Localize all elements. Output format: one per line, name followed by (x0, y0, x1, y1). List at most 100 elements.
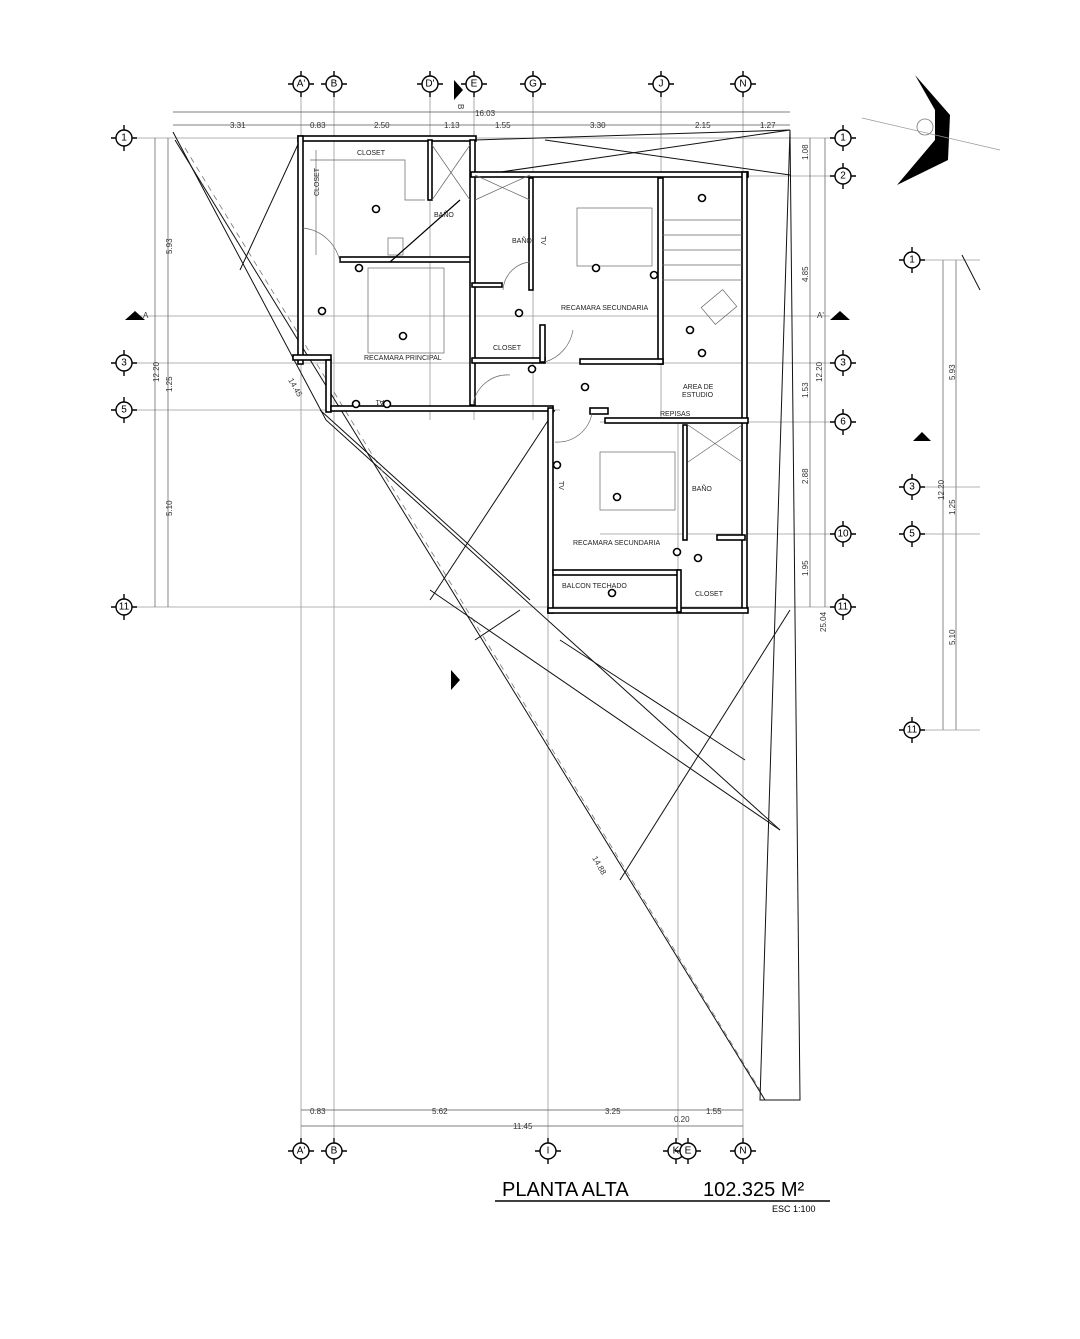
axis-bubble-right: 1 (830, 125, 856, 151)
section-markers: A A' B (125, 80, 931, 690)
dim-right: 1.53 (801, 382, 810, 398)
label-a1: A1 (375, 398, 384, 405)
plan-area: 102.325 M² (703, 1179, 805, 1201)
dim-right-total: 12.20 (815, 361, 824, 382)
axis-bubble-bottom: B (321, 1138, 347, 1164)
title-block: PLANTA ALTA 102.325 M² ESC 1:100 (495, 1179, 830, 1214)
label-repisas: REPISAS (660, 411, 691, 418)
axis-bubble-right: 6 (830, 409, 856, 435)
axis-bubble-top: N (730, 71, 756, 97)
dim-right-outer: 25.04 (819, 611, 828, 632)
label-recamara-secundaria: RECAMARA SECUNDARIA (573, 540, 660, 547)
axis-label: 10 (837, 529, 849, 540)
dim-top: 1.13 (444, 121, 460, 130)
section-a-label: A (143, 311, 149, 320)
section-b-top-icon (454, 80, 463, 100)
dim-bottom-total: 11.45 (513, 1122, 533, 1131)
axis-bubble-partial: 3 (899, 474, 925, 500)
furniture (302, 144, 743, 511)
axis-label: N (739, 79, 746, 90)
site-lines (172, 129, 801, 1101)
axis-label: 1 (909, 255, 915, 266)
dim-bottom: 3.25 (605, 1107, 621, 1116)
dim-diag-right: 14.88 (590, 855, 608, 877)
axis-bubble-right: 2 (830, 163, 856, 189)
dim-partial: 5.10 (948, 629, 957, 645)
section-b-label: B (456, 104, 465, 109)
section-a-right-icon (830, 311, 850, 320)
walls (292, 135, 749, 614)
dim-bottom: 5.62 (432, 1107, 448, 1116)
axis-bubbles: A' B D' E G J N A' B I K E N 1 3 5 11 1 (111, 71, 925, 1164)
axis-label: A' (297, 79, 306, 90)
axis-label: 11 (838, 602, 849, 613)
axis-label: 3 (840, 358, 846, 369)
dim-top-total: 16.03 (475, 109, 496, 118)
dim-left-total: 12.20 (152, 361, 161, 382)
axis-label: 5 (121, 405, 127, 416)
dimension-lines (154, 111, 957, 1127)
axis-label: E (471, 79, 478, 90)
axis-label: 3 (121, 358, 127, 369)
axis-label: 3 (909, 482, 915, 493)
axis-bubble-left: 11 (111, 594, 137, 620)
axis-bubble-bottom: I (535, 1138, 561, 1164)
dim-bottom: 1.55 (706, 1107, 722, 1116)
dim-left: 5.10 (165, 500, 174, 516)
axis-bubble-partial: 11 (899, 717, 925, 743)
grid-lines (135, 95, 830, 1140)
axis-label: I (547, 1146, 550, 1157)
axis-bubble-top: B (321, 71, 347, 97)
axis-label: 2 (840, 171, 846, 182)
label-bano: BAÑO (692, 484, 712, 493)
plan-scale: ESC 1:100 (772, 1204, 816, 1214)
label-bano: BAÑO (434, 210, 454, 219)
dim-bottom: 0.20 (674, 1115, 690, 1124)
label-balcon-techado: BALCON TECHADO (562, 583, 627, 590)
dim-top: 3.31 (230, 121, 246, 130)
label-area-estudio: ESTUDIO (682, 392, 714, 399)
dim-partial-total: 12.20 (937, 479, 946, 500)
axis-bubble-left: 3 (111, 350, 137, 376)
label-area-estudio: AREA DE (683, 384, 714, 391)
label-tv: TV (539, 236, 546, 245)
dim-right: 2.88 (801, 468, 810, 484)
axis-bubble-top: D' (417, 71, 443, 97)
axis-bubble-partial: 1 (899, 247, 925, 273)
axis-label: 5 (909, 529, 915, 540)
section-a-left-icon (125, 311, 145, 320)
label-recamara-secundaria: RECAMARA SECUNDARIA (561, 305, 648, 312)
axis-label: N (739, 1146, 746, 1157)
axis-label: A' (297, 1146, 306, 1157)
axis-label: G (529, 79, 537, 90)
axis-bubble-left: 5 (111, 397, 137, 423)
label-closet: CLOSET (493, 345, 522, 352)
axis-label: D' (425, 79, 434, 90)
dim-bottom: 0.83 (310, 1107, 326, 1116)
axis-bubble-top: A' (288, 71, 314, 97)
section-b-bottom-icon (451, 670, 460, 690)
dim-top: 2.50 (374, 121, 390, 130)
label-closet: CLOSET (357, 150, 386, 157)
section-a-prime-label: A' (817, 311, 824, 320)
axis-label: J (659, 79, 664, 90)
dim-top: 1.55 (495, 121, 511, 130)
axis-label: 1 (121, 133, 127, 144)
section-a-partial-icon (913, 432, 931, 441)
axis-bubble-top: J (648, 71, 674, 97)
label-closet: CLOSET (314, 167, 321, 196)
axis-bubble-left: 1 (111, 125, 137, 151)
partial-plan (925, 254, 981, 731)
axis-bubble-top: G (520, 71, 546, 97)
dim-left: 1.25 (165, 376, 174, 392)
dim-diag-left: 14.45 (286, 377, 304, 399)
label-tv: TV (557, 481, 564, 490)
axis-label: E (685, 1146, 692, 1157)
north-arrow-icon (861, 75, 1001, 185)
axis-label: B (331, 1146, 338, 1157)
plan-title: PLANTA ALTA (502, 1179, 629, 1201)
dim-right: 4.85 (801, 266, 810, 282)
axis-bubble-right: 11 (830, 594, 856, 620)
axis-bubble-bottom: N (730, 1138, 756, 1164)
dim-right: 1.08 (801, 144, 810, 160)
